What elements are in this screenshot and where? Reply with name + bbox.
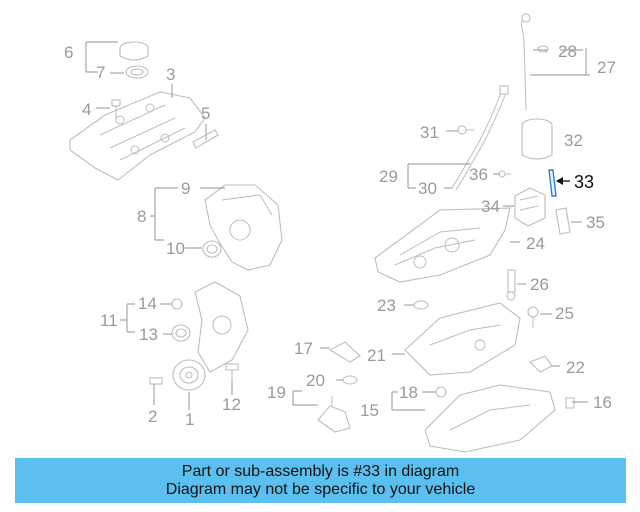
callout-6: 6 [64,43,73,62]
part-33-highlighted [548,169,557,197]
callout-32: 32 [564,131,583,150]
bolt-25 [527,306,539,328]
callout-13: 13 [139,325,158,344]
callout-8: 8 [137,207,146,226]
callout-18: 18 [399,383,418,402]
callout-23: 23 [377,296,396,315]
callout-17: 17 [294,339,313,358]
callout-11: 11 [100,311,118,330]
crankshaft-seal [171,324,191,342]
callout-24: 24 [526,234,545,253]
callout-34: 34 [481,197,500,216]
callout-labels: 1 2 3 4 5 6 7 8 9 10 11 12 13 14 15 16 1… [64,42,616,429]
sensor-22 [529,355,553,373]
tube-bolt [457,125,474,135]
callout-35: 35 [586,213,605,232]
callout-27: 27 [597,58,616,77]
cap-seal [125,65,149,79]
callout-33-highlighted: 33 [574,172,594,192]
callout-3: 3 [166,65,175,84]
bracket-17 [328,341,361,363]
callout-19: 19 [267,383,286,402]
upper-timing-cover [204,184,283,271]
callout-28: 28 [558,42,577,61]
callout-21: 21 [367,346,386,365]
callout-4: 4 [82,100,91,119]
callout-26: 26 [530,275,549,294]
crankshaft-pulley [172,359,206,391]
callout-20: 20 [306,371,325,390]
oil-pump [514,187,546,227]
valve-cover [69,91,206,181]
cover-bolt [111,99,121,118]
drain-bolt-26 [506,269,516,301]
dipstick [521,13,531,111]
dipstick-tube [451,85,509,191]
small-plug [171,298,183,310]
bolt-18 [435,386,447,398]
lower-oil-pan [424,384,556,453]
banner-part-notice: Part or sub-assembly is #33 in diagram [181,462,460,480]
leader-lines [85,41,590,411]
callout-16: 16 [593,393,612,412]
oil-filter [521,118,553,160]
small-bolt-36 [498,170,511,178]
callout-15: 15 [360,401,379,420]
dipstick-seal [537,45,549,53]
oil-filler-cap [119,41,149,61]
info-banner: Part or sub-assembly is #33 in diagram D… [15,458,626,503]
cover-bolt-lower [225,363,239,382]
o-ring-23 [413,300,429,310]
callout-31: 31 [420,123,439,142]
pulley-bolt [149,377,163,385]
callout-14: 14 [138,294,157,313]
o-ring-20 [342,375,358,385]
engine-block-lower [374,207,511,283]
drain-plug-16 [565,397,575,409]
oil-level-sensor [317,396,351,433]
banner-disclaimer: Diagram may not be specific to your vehi… [165,480,476,498]
callout-9: 9 [181,179,190,198]
exploded-parts-diagram: 1 2 3 4 5 6 7 8 9 10 11 12 13 14 15 16 1… [64,13,616,453]
callout-29: 29 [379,167,398,186]
lower-timing-cover [194,281,249,373]
upper-oil-pan [404,302,521,376]
callout-7: 7 [96,63,105,82]
callout-36: 36 [469,165,488,184]
callout-25: 25 [555,304,574,323]
callout-2: 2 [148,407,157,426]
camshaft-seal [202,240,222,258]
pump-chain [555,207,571,235]
callout-22: 22 [566,358,585,377]
callout-12: 12 [222,395,241,414]
callout-30: 30 [418,179,437,198]
callout-1: 1 [185,410,194,429]
callout-5: 5 [201,104,210,123]
callout-10: 10 [166,239,185,258]
